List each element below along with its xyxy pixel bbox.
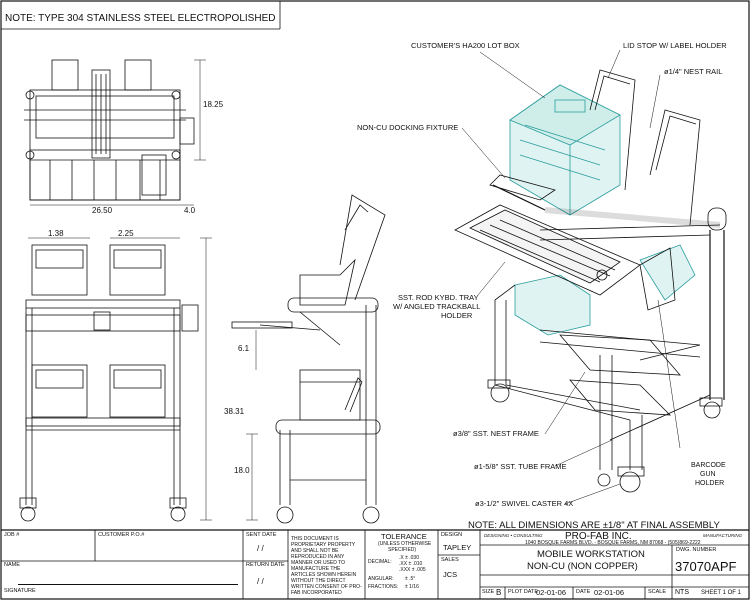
- tolerance-title: TOLERANCE: [381, 532, 427, 541]
- callout-barcode-2: GUN: [700, 471, 716, 478]
- dim-spacing-a: 1.38: [48, 229, 64, 238]
- customer-po-label: CUSTOMER P.O.#: [98, 532, 145, 538]
- tolerance-sub1: (UNLESS OTHERWISE: [378, 541, 432, 547]
- dim-overall-height: 38.31: [224, 407, 245, 416]
- return-date-value: / /: [257, 577, 264, 586]
- dwg-number-label: DWG. NUMBER: [676, 547, 717, 553]
- plot-date-value: 02-01-06: [536, 588, 567, 597]
- front-view: [19, 237, 212, 522]
- size-value: B: [496, 588, 502, 597]
- callout-barcode-3: HOLDER: [695, 480, 725, 487]
- dwg-number: 37070APF: [675, 559, 737, 574]
- leader-lines: [461, 49, 681, 505]
- decimal-x: .X ± .030: [399, 555, 419, 561]
- callout-nest-rail: ø1/4" NEST RAIL: [664, 67, 723, 76]
- decimal-xx: .XX ± .010: [399, 561, 423, 567]
- date-value: 02-01-06: [594, 588, 625, 597]
- sales-label: SALES: [441, 557, 459, 563]
- drawing-title-2: NON-CU (NON COPPER): [527, 561, 638, 572]
- callout-lid-stop: LID STOP W/ LABEL HOLDER: [623, 41, 727, 50]
- callout-caster: ø3-1/2" SWIVEL CASTER 4X: [475, 499, 574, 508]
- name-label: NAME: [4, 562, 20, 568]
- isometric-view: [454, 69, 727, 493]
- company-tagline-2: MANUFACTURING: [703, 533, 743, 538]
- decimal-label: DECIMAL:: [368, 559, 392, 565]
- callout-lot-box: CUSTOMER'S HA200 LOT BOX: [411, 41, 520, 50]
- side-view: [231, 194, 386, 524]
- note-tolerance: NOTE: ALL DIMENSIONS ARE ±1/8" AT FINAL …: [468, 520, 720, 531]
- note-material: NOTE: TYPE 304 STAINLESS STEEL ELECTROPO…: [5, 13, 276, 24]
- dim-shelf-height: 18.0: [234, 466, 250, 475]
- return-date-label: RETURN DATE: [246, 562, 285, 568]
- callout-kybd-tray-2: W/ ANGLED TRACKBALL: [393, 302, 481, 311]
- callout-nest-frame: ø3/8" SST. NEST FRAME: [453, 429, 539, 438]
- dim-height-top: 18.25: [203, 100, 224, 109]
- sent-date-label: SENT DATE: [246, 532, 277, 538]
- signature-line: [18, 584, 238, 585]
- date-label: DATE: [576, 589, 591, 595]
- proprietary-notice: THIS DOCUMENT IS PROPRIETARY PROPERTY AN…: [291, 536, 362, 596]
- scale-label: SCALE: [648, 589, 667, 595]
- design-value: TAPLEY: [443, 543, 472, 552]
- scale-value: NTS: [675, 589, 689, 596]
- dim-spacing-b: 2.25: [118, 229, 134, 238]
- title-block-frame: [1, 529, 749, 599]
- sheet-number: SHEET 1 OF 1: [701, 590, 741, 596]
- signature-label: SIGNATURE: [4, 588, 36, 594]
- callout-kybd-tray-1: SST. ROD KYBD. TRAY: [398, 293, 479, 302]
- plot-date-label: PLOT DATE: [508, 589, 539, 595]
- size-label: SIZE: [482, 589, 495, 595]
- sales-value: JCS: [443, 570, 458, 579]
- decimal-xxx: .XXX ± .005: [399, 567, 426, 573]
- company-name: PRO-FAB INC.: [565, 531, 632, 542]
- callout-kybd-tray-3: HOLDER: [441, 311, 473, 320]
- angular-value: ± .5°: [405, 576, 416, 582]
- drawing-title-1: MOBILE WORKSTATION: [537, 549, 645, 560]
- company-tagline-1: DESIGNING • CONSULTING: [484, 533, 543, 538]
- sent-date-value: / /: [257, 544, 264, 553]
- callout-barcode-1: BARCODE: [691, 462, 726, 469]
- company-address: 1040 BOSQUE FARMS BLVD. - BOSQUE FARMS, …: [525, 540, 701, 546]
- callout-docking-fixture: NON-CU DOCKING FIXTURE: [357, 123, 459, 132]
- angular-label: ANGULAR:: [368, 576, 394, 582]
- fractions-value: ± 1/16: [405, 584, 419, 590]
- job-label: JOB #: [4, 532, 20, 538]
- tolerance-sub2: SPECIFIED): [388, 547, 417, 553]
- dim-width: 26.50: [92, 206, 113, 215]
- design-label: DESIGN: [441, 532, 463, 538]
- callout-tube-frame: ø1-5/8" SST. TUBE FRAME: [474, 462, 567, 471]
- dim-tray-drop: 6.1: [238, 344, 250, 353]
- dim-offset: 4.0: [184, 206, 196, 215]
- fractions-label: FRACTIONS:: [368, 584, 399, 590]
- top-view: [24, 59, 206, 206]
